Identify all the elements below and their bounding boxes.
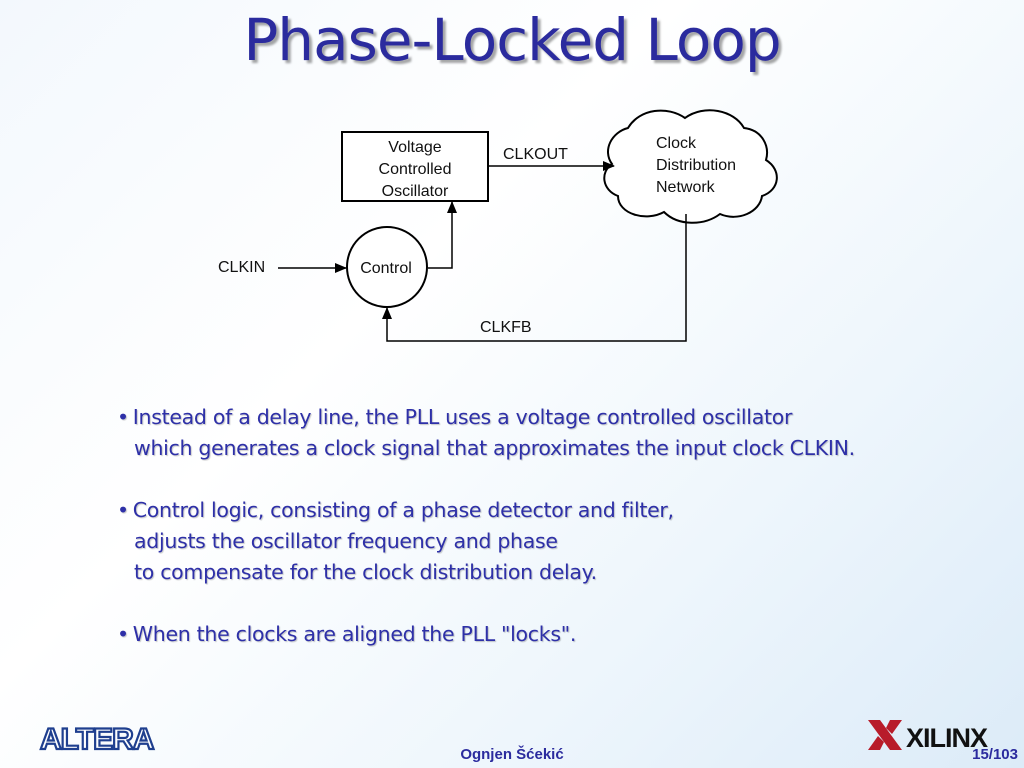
slide-title: Phase-Locked Loop — [243, 6, 781, 74]
xilinx-logo: XILINX — [868, 720, 989, 753]
bullet-line: adjusts the oscillator frequency and pha… — [134, 529, 558, 553]
clkin-label: CLKIN — [218, 259, 265, 276]
cloud-label-3: Network — [656, 179, 716, 196]
clock-distribution-cloud — [603, 109, 778, 224]
bullet-line: •When the clocks are aligned the PLL "lo… — [117, 622, 577, 646]
bullet-item: •Instead of a delay line, the PLL uses a… — [117, 402, 997, 464]
cloud-label-2: Distribution — [656, 157, 736, 174]
clkfb-label: CLKFB — [480, 319, 532, 336]
pll-diagram: Voltage Controlled Oscillator Clock Dist… — [218, 109, 778, 342]
bullet-line: which generates a clock signal that appr… — [134, 436, 855, 460]
vco-box — [341, 131, 489, 202]
vco-label-2: Controlled — [379, 161, 452, 178]
cloud-label-1: Clock — [656, 135, 697, 152]
control-label: Control — [360, 260, 412, 277]
bullet-item: •When the clocks are aligned the PLL "lo… — [117, 619, 997, 650]
altera-logo: ALTERA — [39, 722, 156, 756]
bullet-line: •Control logic, consisting of a phase de… — [117, 498, 674, 522]
author-name: Ognjen Šćekić — [460, 746, 564, 763]
svg-text:XILINX: XILINX — [906, 723, 988, 753]
xilinx-x-mark-icon — [868, 720, 902, 750]
svg-text:ALTERA: ALTERA — [40, 723, 154, 756]
bullet-line: •Instead of a delay line, the PLL uses a… — [117, 405, 793, 429]
control-to-vco-arrow — [428, 201, 457, 269]
bullet-line: to compensate for the clock distribution… — [134, 560, 597, 584]
vco-label-3: Oscillator — [382, 183, 449, 200]
page-number: 15/103 — [972, 746, 1018, 763]
bullet-item: •Control logic, consisting of a phase de… — [117, 495, 997, 588]
vco-label-1: Voltage — [388, 139, 441, 156]
clkout-label: CLKOUT — [503, 146, 568, 163]
clkfb-feedback-arrow — [382, 214, 687, 342]
bullet-list: •Instead of a delay line, the PLL uses a… — [117, 402, 997, 681]
